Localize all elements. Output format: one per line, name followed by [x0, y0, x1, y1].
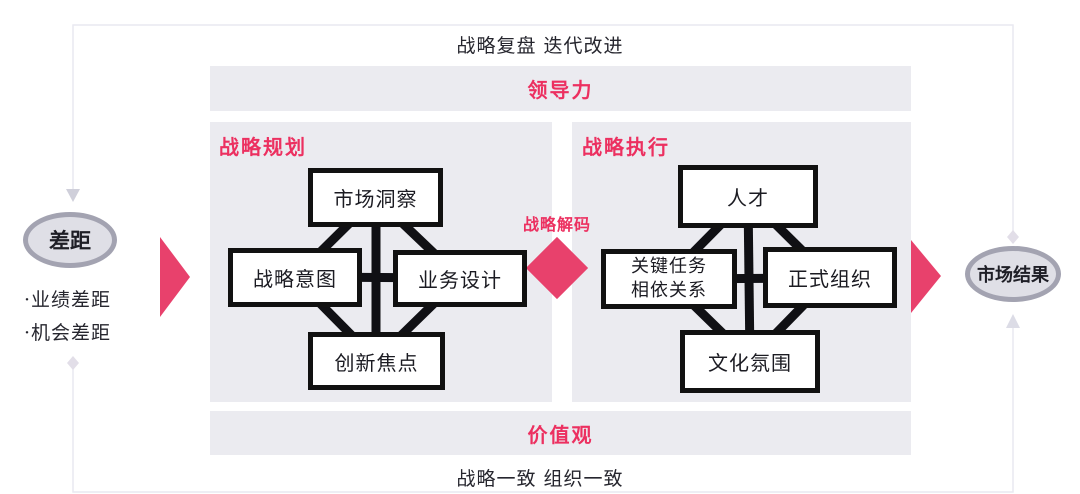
box-label: 创新焦点 [334, 350, 419, 375]
flow-arrow-right-icon [911, 240, 941, 313]
box-label: 正式组织 [788, 267, 872, 291]
box-label-line2: 相依关系 [631, 280, 707, 301]
strategy-decode-label: 战略解码 [522, 215, 591, 234]
box-talent: 人才 [678, 165, 818, 228]
values-bar-label: 价值观 [527, 422, 594, 447]
gap-bullets: ·业绩差距 ·机会差距 [24, 284, 111, 350]
gap-bullet-performance: ·业绩差距 [24, 289, 112, 311]
box-label-line1: 关键任务 [631, 255, 707, 277]
market-result-ellipse: 市场结果 [965, 246, 1061, 302]
flow-arrow-left-icon [160, 237, 190, 317]
box-label: 业务设计 [418, 268, 502, 292]
box-culture-atmosphere: 文化氛围 [680, 330, 820, 393]
box-label: 战略意图 [253, 267, 337, 291]
loop-start-diamond-icon [67, 356, 79, 370]
gap-ellipse: 差距 [23, 212, 117, 268]
box-key-tasks: 关键任务 相依关系 [601, 249, 737, 309]
box-label: 人才 [727, 186, 769, 210]
bottom-caption: 战略一致 组织一致 [456, 468, 624, 490]
box-market-insight: 市场洞察 [308, 168, 443, 227]
box-label: 市场洞察 [333, 187, 418, 211]
down-arrowhead-icon [66, 189, 80, 202]
box-strategic-intent: 战略意图 [228, 248, 362, 307]
box-formal-organization: 正式组织 [763, 247, 897, 308]
planning-panel-title: 战略规划 [219, 135, 307, 159]
bottom-feedback-line [72, 322, 1014, 493]
top-feedback-line [72, 24, 1014, 241]
box-innovation-focus: 创新焦点 [308, 332, 445, 390]
top-caption: 战略复盘 迭代改进 [456, 35, 624, 57]
market-result-label: 市场结果 [977, 265, 1049, 286]
execution-panel-title: 战略执行 [582, 135, 670, 159]
loop-start-diamond-icon [1007, 230, 1019, 244]
leadership-bar-label: 领导力 [527, 78, 594, 102]
box-label: 文化氛围 [708, 351, 792, 375]
leadership-bar: 领导力 [210, 66, 911, 111]
gap-bullet-opportunity: ·机会差距 [24, 322, 112, 344]
box-business-design: 业务设计 [393, 250, 527, 307]
up-arrowhead-icon [1006, 314, 1020, 328]
gap-label: 差距 [49, 228, 91, 253]
values-bar: 价值观 [210, 411, 911, 455]
